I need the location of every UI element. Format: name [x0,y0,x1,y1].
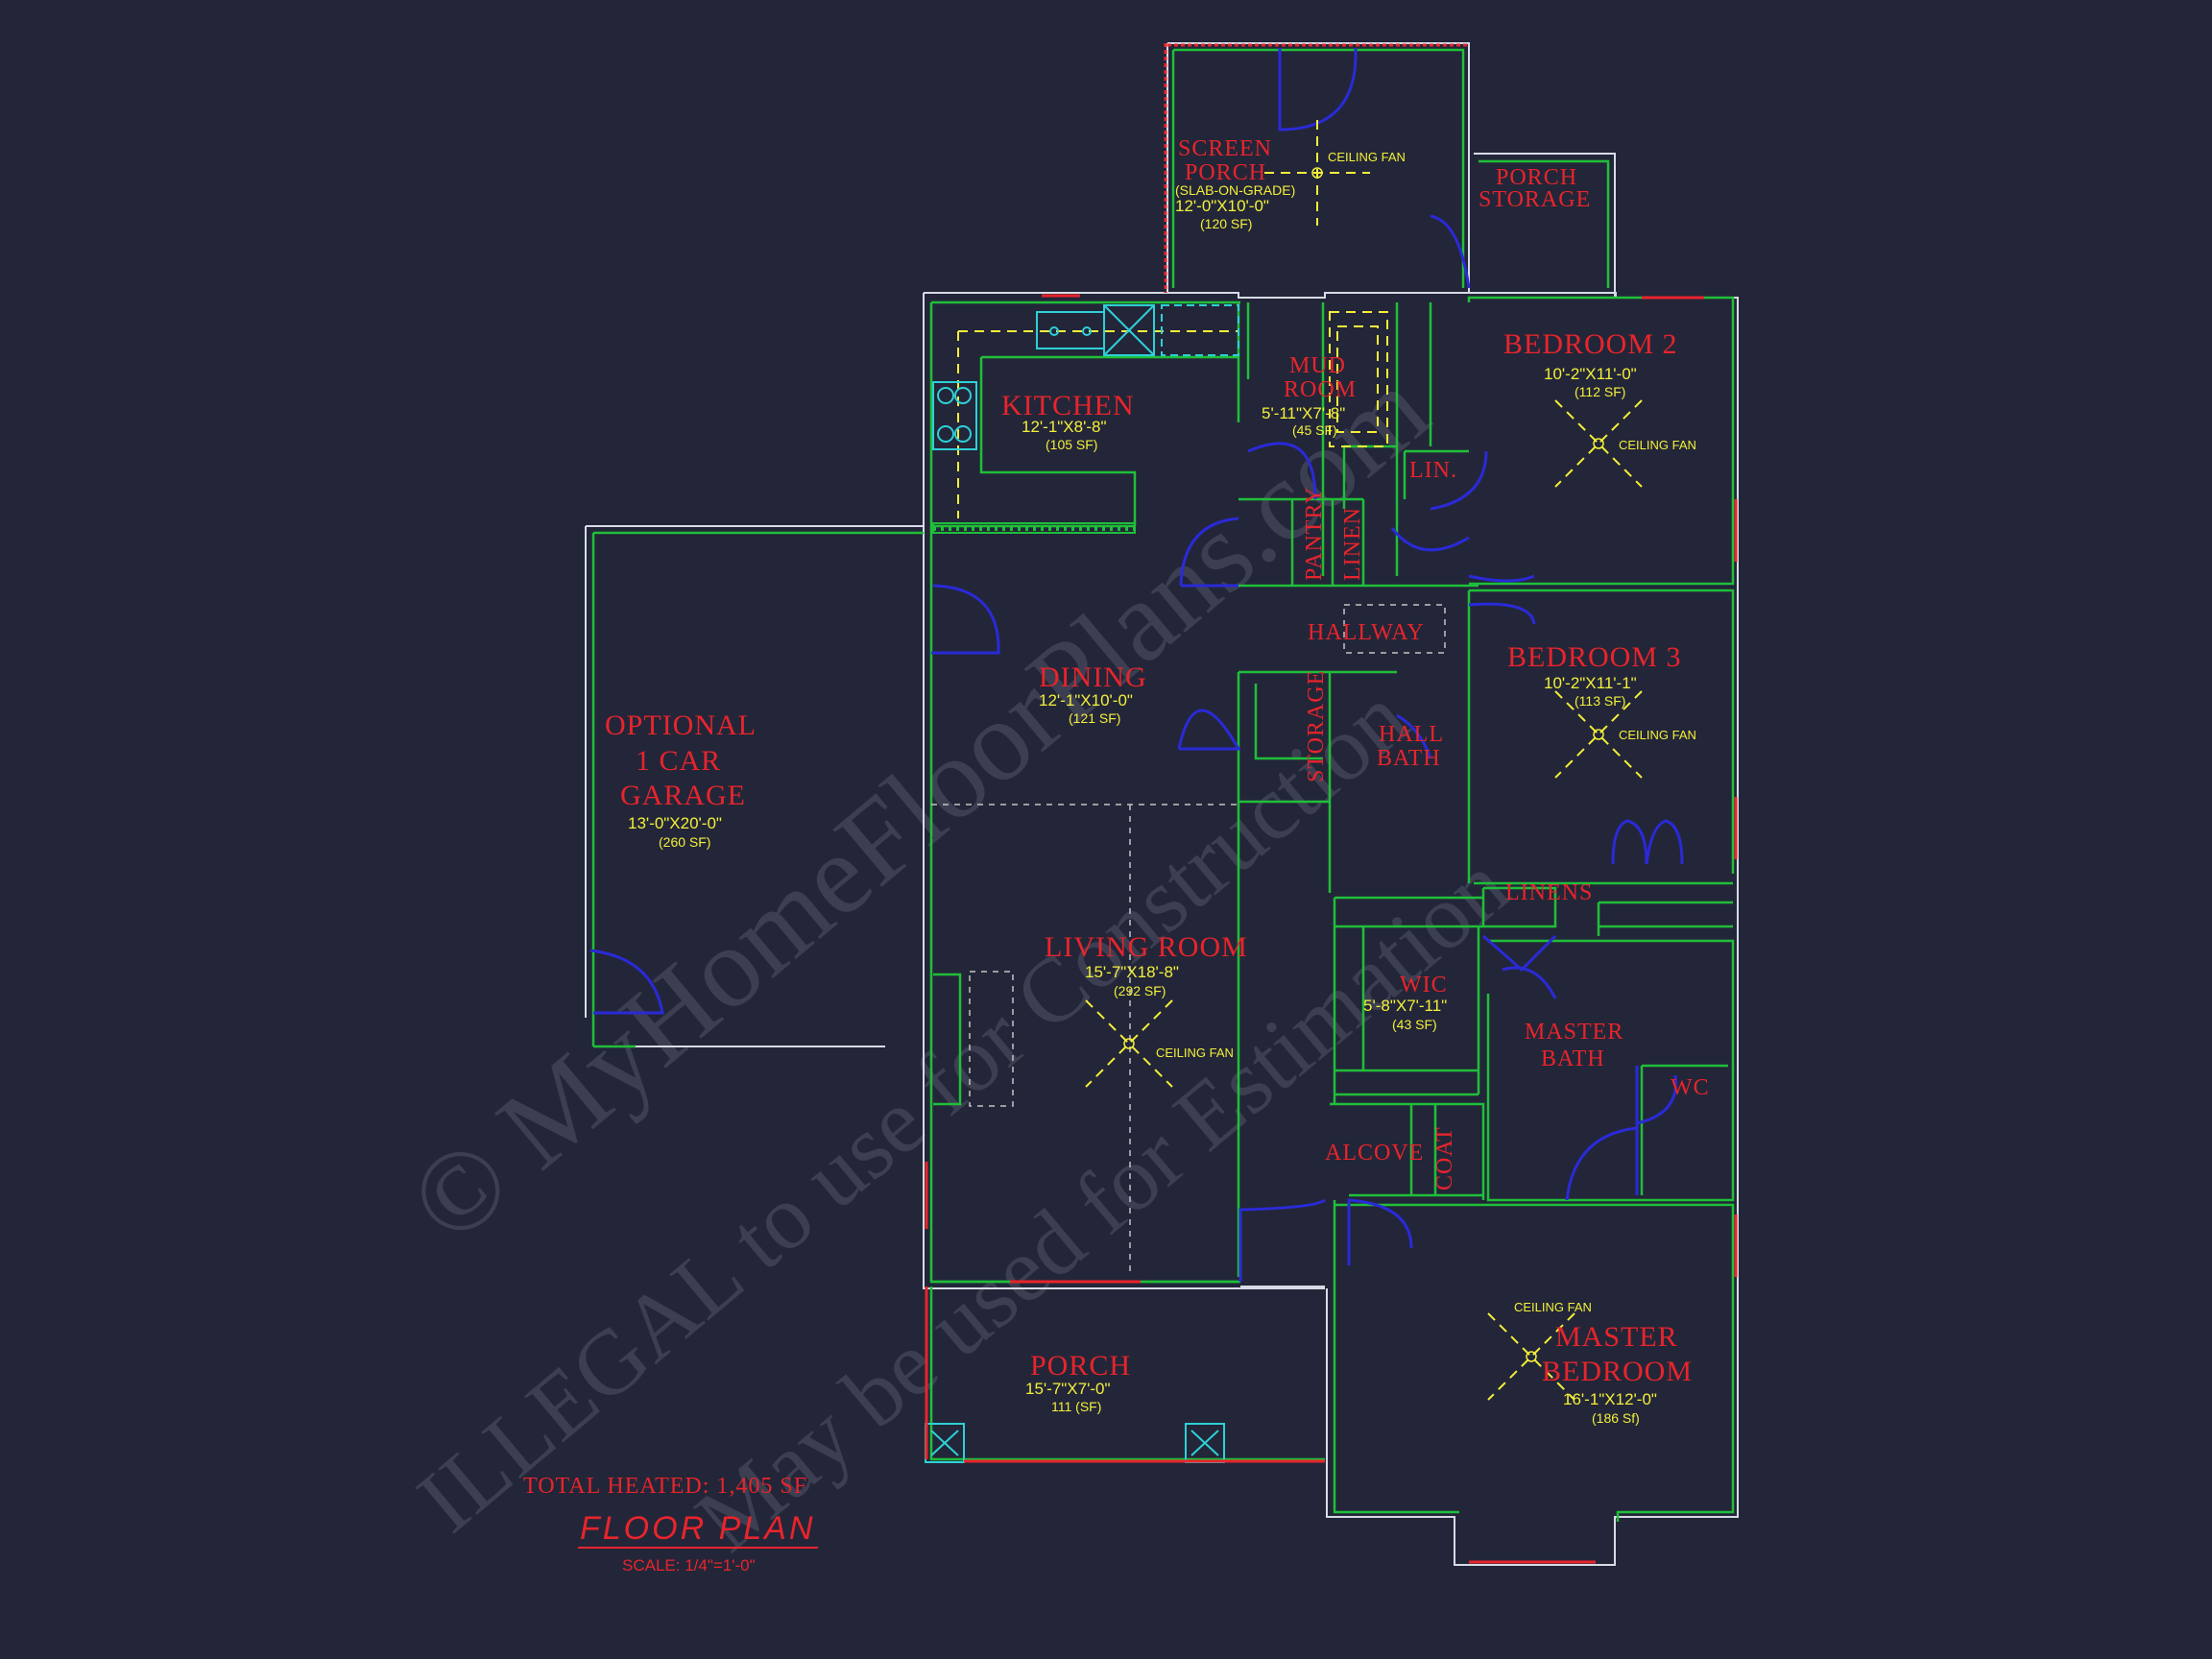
master-bath-label: MASTER [1525,1020,1623,1045]
mud-room-sf: (45 SF) [1292,422,1337,438]
kitchen-fixtures [932,304,1239,534]
kitchen-sf: (105 SF) [1046,437,1097,452]
lin-label: LIN. [1409,458,1457,483]
wic-sf: (43 SF) [1392,1017,1437,1032]
ceiling-fan-label: CEILING FAN [1514,1300,1592,1314]
dashed-lines [931,311,1446,1277]
dishwasher-icon [1103,304,1155,356]
screen-porch-dim: 12'-0"X10'-0" [1175,197,1269,215]
bedroom-3-dim: 10'-2"X11'-1" [1544,674,1637,692]
master-bedroom-label: BEDROOM [1542,1356,1693,1387]
bedroom-2-dim: 10'-2"X11'-0" [1544,365,1637,383]
exterior-walls [585,42,1739,1566]
hall-bath-label: BATH [1377,746,1441,771]
mud-room-dim: 5'-11"X7'-8" [1262,404,1345,422]
living-room-dim: 15'-7"X18'-8" [1085,963,1179,981]
dining-sf: (121 SF) [1069,710,1120,726]
dining-dim: 12'-1"X10'-0" [1039,691,1133,709]
windows [925,43,1738,1564]
garage-label: OPTIONAL [605,709,757,741]
master-bath-label: BATH [1541,1046,1605,1071]
master-bedroom-sf: (186 Sf) [1592,1410,1640,1426]
linens-label: LINENS [1505,880,1593,905]
master-bedroom-label: MASTER [1555,1321,1678,1353]
ceiling-fan-icon [1487,1312,1575,1401]
kitchen-label: KITCHEN [1001,390,1135,421]
ceiling-fan-label: CEILING FAN [1156,1046,1234,1060]
title-block: TOTAL HEATED: 1,405 SF FLOOR PLAN SCALE:… [523,1474,818,1575]
mud-room-label: ROOM [1284,377,1357,402]
ceiling-fan-icon [1554,399,1643,488]
porch-storage-label: PORCH [1496,165,1577,190]
room-labels: SCREEN PORCH (SLAB-ON-GRADE) 12'-0"X10'-… [605,136,1710,1426]
bedroom-2-sf: (112 SF) [1575,384,1625,399]
hallway-label: HALLWAY [1308,620,1425,645]
ceiling-fan-label: CEILING FAN [1619,438,1696,452]
ceiling-fan-icon [1085,999,1173,1088]
interior-walls [591,48,1735,1522]
porch-label: PORCH [1030,1350,1131,1382]
hall-bath-label: HALL [1379,722,1444,747]
alcove-label: ALCOVE [1325,1141,1424,1166]
linen-label: LINEN [1340,507,1365,581]
pantry-label: PANTRY [1302,487,1327,581]
screen-porch-label: PORCH [1185,160,1266,185]
ceiling-fan-label: CEILING FAN [1619,728,1696,742]
living-room-sf: (292 SF) [1114,983,1166,998]
coat-label: COAT [1432,1126,1457,1190]
wic-label: WIC [1400,973,1448,998]
kitchen-dim: 12'-1"X8'-8" [1022,418,1107,436]
wic-dim: 5'-8"X7'-11" [1363,997,1447,1015]
porch-dim: 15'-7"X7'-0" [1025,1380,1111,1398]
bedroom-3-sf: (113 SF) [1575,693,1625,709]
ceiling-fan-icon [1554,690,1643,779]
ceiling-fan-icon [1264,120,1370,226]
ceiling-fan-label: CEILING FAN [1328,150,1406,164]
screen-porch-sf: (120 SF) [1200,216,1252,231]
porch-columns [925,1423,1225,1463]
living-room-label: LIVING ROOM [1045,931,1248,963]
dining-label: DINING [1039,661,1147,693]
total-heated-label: TOTAL HEATED: 1,405 SF [523,1474,807,1499]
screen-porch-note: (SLAB-ON-GRADE) [1175,182,1295,198]
garage-label: GARAGE [620,780,746,811]
storage-label: STORAGE [1304,670,1329,782]
ceiling-fans: CEILING FAN CEILING FAN CEILING FAN CEIL… [1085,120,1696,1401]
mud-room-label: MUD [1289,353,1346,378]
porch-sf: 111 (SF) [1051,1399,1101,1414]
doors [589,47,1684,1282]
garage-sf: (260 SF) [659,834,710,850]
garage-dim: 13'-0"X20'-0" [628,814,722,832]
wc-label: WC [1671,1075,1710,1100]
scale-label: SCALE: 1/4"=1'-0" [622,1556,756,1575]
plan-title: FLOOR PLAN [580,1510,815,1547]
garage-label: 1 CAR [636,745,721,777]
range-icon [932,381,977,450]
master-bedroom-dim: 16'-1"X12'-0" [1563,1390,1657,1408]
porch-storage-label: STORAGE [1479,187,1591,212]
bedroom-3-label: BEDROOM 3 [1507,641,1682,673]
screen-porch-label: SCREEN [1178,136,1272,161]
bedroom-2-label: BEDROOM 2 [1503,328,1678,360]
